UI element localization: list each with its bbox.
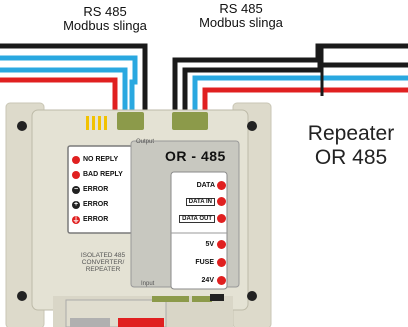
bad-reply-label: BAD REPLY: [83, 171, 123, 178]
bottom-wire-red: [118, 318, 164, 327]
right-blue-wire: [192, 75, 408, 110]
description-line1: ISOLATED 485: [80, 252, 126, 259]
screws: [17, 121, 257, 301]
fuse-label: FUSE: [195, 258, 214, 266]
right-black-wire: [172, 43, 408, 110]
led-data: [217, 180, 226, 190]
left-indicators: NO REPLY BAD REPLY − ERROR + ERROR ⏚ ERR…: [72, 152, 132, 227]
led-5v: [217, 239, 226, 249]
indicator-fuse: FUSE: [172, 253, 226, 271]
right-black-wire-2: [182, 62, 408, 110]
led-data-out: [217, 214, 226, 223]
led-data-in: [217, 197, 226, 206]
no-reply-label: NO REPLY: [83, 156, 119, 163]
bottom-wire-gray: [70, 318, 110, 327]
repeater-line1: Repeater: [307, 122, 395, 145]
indicator-ground-error: ⏚ ERROR: [72, 212, 132, 227]
description-line3: REPEATER: [85, 265, 121, 273]
repeater-line2: OR 485: [314, 146, 388, 170]
minus-error-label: ERROR: [83, 186, 109, 193]
left-rs485-line1: RS 485: [83, 4, 127, 19]
indicator-data-out: DATA OUT: [172, 210, 226, 227]
data-out-label: DATA OUT: [179, 214, 215, 223]
5v-label: 5V: [205, 240, 214, 248]
right-red-wire: [202, 87, 408, 110]
led-no-reply: [72, 155, 80, 164]
input-label: Input: [141, 281, 155, 287]
indicator-24v: 24V: [172, 271, 226, 289]
minus-icon: −: [72, 185, 80, 194]
ground-icon: ⏚: [72, 215, 80, 224]
plus-error-label: ERROR: [83, 201, 109, 208]
indicator-minus-error: − ERROR: [72, 182, 132, 197]
right-wire-bundle: [172, 43, 408, 110]
right-rs485-line2: Modbus slinga: [199, 14, 283, 30]
plus-icon: +: [72, 200, 80, 209]
left-wire-bundle: [0, 43, 148, 110]
indicator-plus-error: + ERROR: [72, 197, 132, 212]
left-black-wire: [0, 43, 148, 110]
right-indicators: DATA DATA IN DATA OUT 5V FUSE 24V: [172, 177, 226, 289]
indicator-5v: 5V: [172, 235, 226, 253]
right-rs485-label: RS 485 Modbus slinga: [176, 2, 306, 29]
data-in-label: DATA IN: [185, 197, 215, 206]
indicator-panel: [170, 171, 228, 290]
left-blue-wire-2: [0, 67, 128, 110]
indicator-data-in: DATA IN: [172, 193, 226, 210]
led-24v: [217, 275, 226, 285]
indicator-no-reply: NO REPLY: [72, 152, 132, 167]
left-blue-wire: [0, 55, 138, 110]
repeater-label: Repeater OR 485: [296, 122, 406, 170]
top-contacts: [86, 116, 107, 130]
left-rs485-label: RS 485 Modbus slinga: [40, 5, 170, 32]
output-terminal-left: [117, 112, 144, 130]
description-line2: CONVERTER/: [81, 258, 125, 266]
device-description: ISOLATED 485 CONVERTER/ REPEATER: [72, 252, 134, 273]
model-label: OR - 485: [165, 148, 226, 164]
output-label: Output: [136, 139, 155, 145]
led-bad-reply: [72, 170, 80, 179]
data-label: DATA: [196, 181, 215, 189]
indicator-bad-reply: BAD REPLY: [72, 167, 132, 182]
ground-error-label: ERROR: [83, 216, 109, 223]
24v-label: 24V: [201, 276, 214, 284]
led-fuse: [217, 257, 226, 267]
left-rs485-line2: Modbus slinga: [63, 17, 147, 33]
input-jack: [210, 294, 224, 301]
output-terminal-right: [172, 112, 208, 130]
right-rs485-line1: RS 485: [219, 1, 263, 16]
input-terminal-right: [192, 296, 212, 302]
indicator-data: DATA: [172, 177, 226, 193]
left-red-wire: [0, 77, 118, 110]
input-terminal-left: [152, 296, 189, 302]
